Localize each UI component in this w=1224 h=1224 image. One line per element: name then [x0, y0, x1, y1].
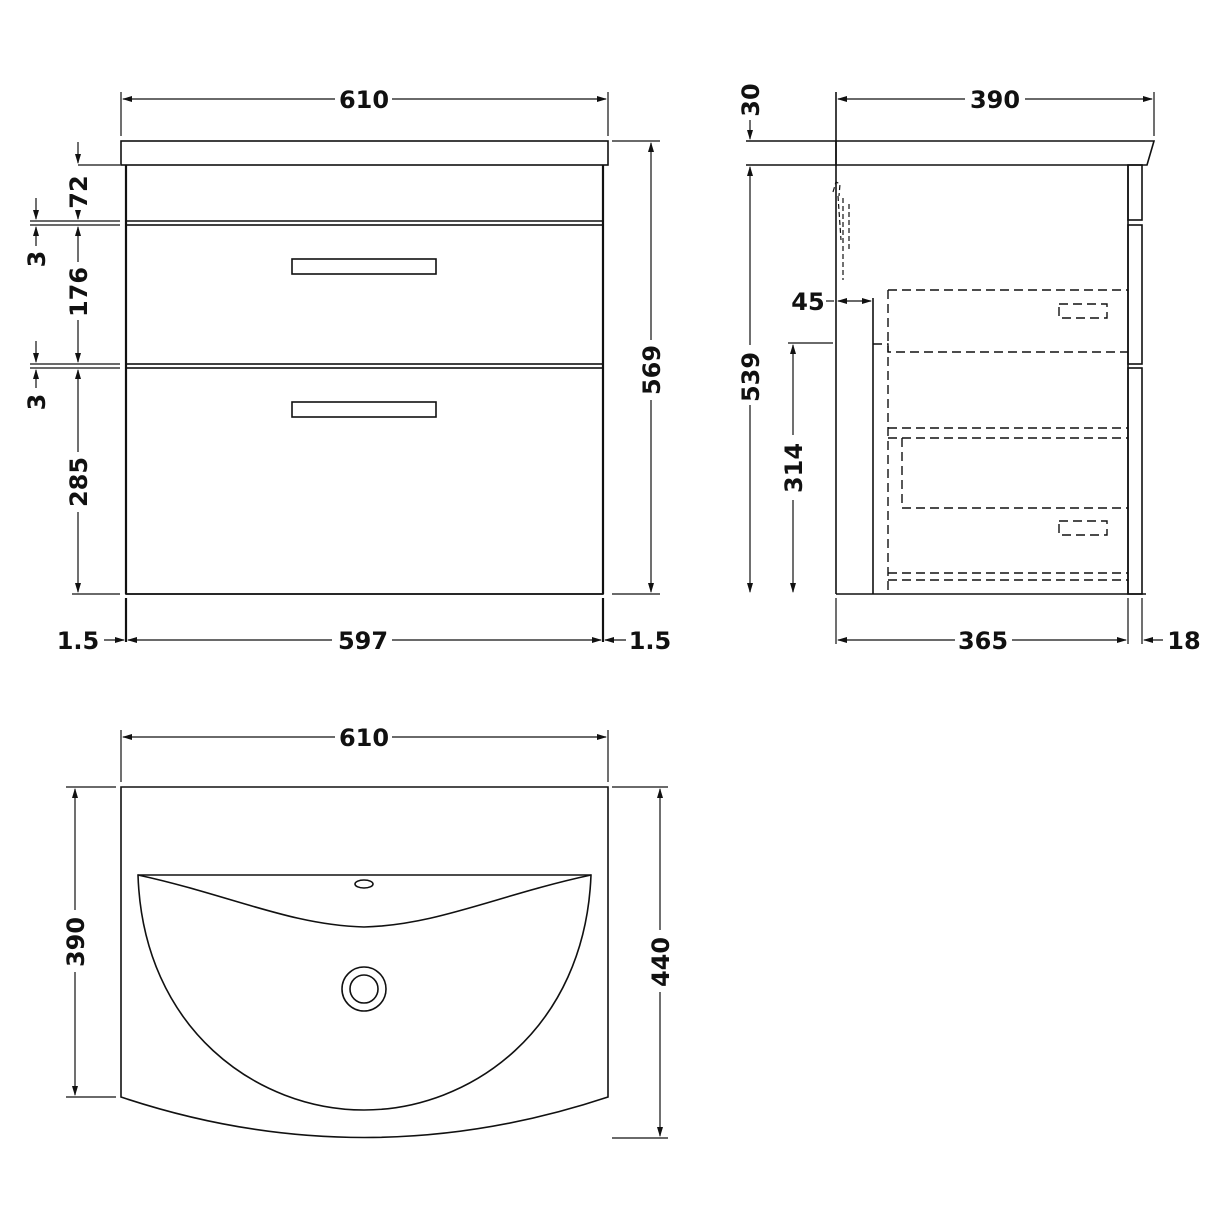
front-rail-side — [1127, 164, 1143, 221]
basin-top-front — [120, 140, 609, 166]
dim-carcass-depth: 365 — [958, 627, 1008, 655]
dim-drawer-1: 176 — [65, 267, 93, 317]
drawer-2-front — [125, 367, 604, 595]
dim-overall-width: 610 — [339, 86, 389, 114]
dim-basin-thickness: 30 — [737, 83, 765, 116]
bowl-rim-curve — [137, 874, 592, 928]
dim-front-thickness: 18 — [1167, 627, 1200, 655]
dim-wall-clearance: 45 — [791, 288, 824, 316]
dim-overall-depth: 390 — [970, 86, 1020, 114]
dim-top-rail: 72 — [65, 175, 93, 208]
dim-overall-height: 569 — [638, 345, 666, 395]
bowl-outline — [137, 874, 592, 1111]
dim-left-offset: 1.5 — [57, 627, 100, 655]
drawer-1-hidden — [887, 289, 1128, 353]
dim-gap-2: 3 — [23, 394, 51, 411]
dim-depth-centre: 440 — [647, 937, 675, 987]
drawer-2-handle — [291, 401, 437, 418]
waste-inner — [349, 974, 379, 1004]
dim-bracket-height: 314 — [780, 443, 808, 493]
basin-outline-top — [120, 786, 609, 1139]
dim-depth-sides: 390 — [62, 917, 90, 967]
waste-outer — [341, 966, 387, 1012]
wall-bracket — [832, 181, 850, 280]
drawer-1-front-side — [1127, 224, 1143, 365]
side-view: 390 30 539 45 314 365 18 — [737, 83, 1201, 655]
dim-right-offset: 1.5 — [629, 627, 672, 655]
drawer-1-handle — [291, 258, 437, 275]
dim-drawer-2: 285 — [65, 457, 93, 507]
front-view: 610 569 72 176 285 3 3 1.5 — [23, 86, 671, 655]
dim-gap-1: 3 — [23, 251, 51, 268]
drawer-2-hidden — [888, 427, 1128, 581]
drawer-2-front-side — [1127, 367, 1143, 595]
top-view: 610 390 440 — [62, 724, 675, 1139]
dim-carcass-height: 539 — [737, 352, 765, 402]
tap-hole — [354, 879, 374, 889]
dim-carcass-width: 597 — [338, 627, 388, 655]
basin-top-side — [746, 140, 1156, 166]
dim-top-width: 610 — [339, 724, 389, 752]
drawer-1-front — [125, 224, 604, 365]
